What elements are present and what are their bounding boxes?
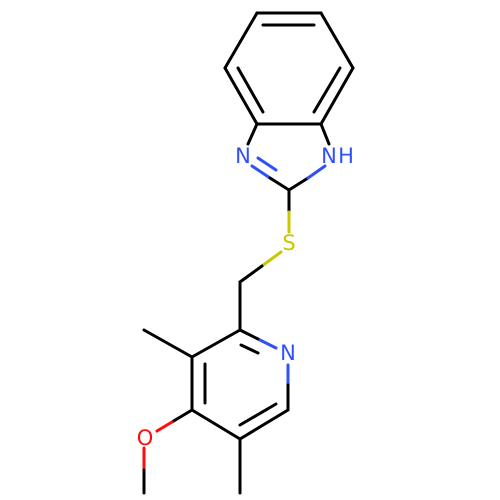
bond — [236, 66, 265, 114]
bond — [319, 122, 331, 146]
bond — [319, 11, 355, 70]
imidazole-nh-nitrogen-label: N — [321, 144, 337, 168]
imidazole-nitrogen-label: N — [235, 144, 251, 168]
pyridine-ring — [190, 328, 290, 441]
bond — [155, 420, 174, 433]
bond — [238, 408, 290, 441]
thioether-linker — [238, 188, 291, 332]
substituents — [142, 328, 242, 495]
bond — [223, 66, 259, 126]
bond — [239, 343, 260, 355]
bond — [306, 164, 327, 180]
bond — [246, 122, 259, 146]
bond — [319, 66, 355, 126]
bond — [238, 264, 264, 284]
bond — [312, 66, 342, 114]
bond — [170, 408, 194, 424]
pyridine-nitrogen-label: N — [280, 341, 296, 365]
sulfur-label: S — [282, 231, 295, 255]
bond — [223, 11, 259, 70]
imidazole-ring — [246, 122, 331, 192]
atom-labels: N N H S N O — [137, 144, 354, 450]
methoxy-oxygen-label: O — [137, 426, 154, 450]
bond — [268, 176, 291, 192]
bond — [256, 156, 278, 172]
bond — [190, 408, 242, 441]
imidazole-nh-hydrogen-label: H — [338, 144, 354, 168]
bond — [260, 250, 283, 268]
bond — [190, 328, 242, 359]
bond — [258, 338, 278, 350]
bond — [238, 328, 262, 342]
bond — [287, 176, 310, 192]
bond — [238, 402, 278, 427]
bond — [142, 328, 194, 359]
benzene-ring — [223, 11, 355, 126]
bond — [250, 164, 272, 180]
